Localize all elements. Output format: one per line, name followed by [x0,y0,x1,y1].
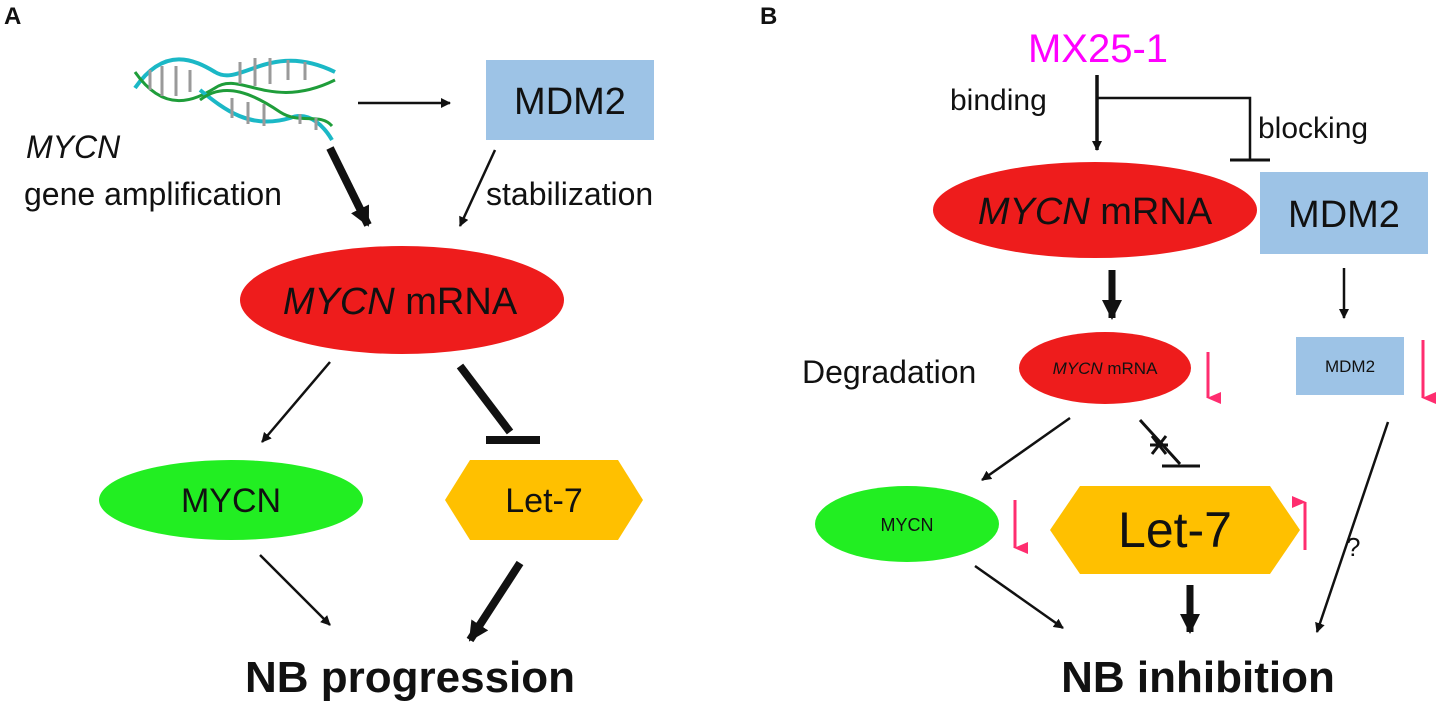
mdm2-box-b [1260,172,1428,254]
let7-label-b: Let-7 [1118,502,1232,558]
mrna-to-mycn-arrow-b [981,416,1071,482]
panel-a-label: A [4,3,21,30]
cross-mark-d2 [1150,435,1168,455]
let7-hexagon-a [445,460,643,540]
mdm2-to-inhibition-arrow [1315,421,1390,633]
mycn-to-inhibition-arrow [974,564,1064,630]
mx25-1-label: MX25-1 [1028,27,1168,71]
mycn-mrna-italic-a: MYCN [283,281,395,323]
mrna-to-mycn-arrow-a [261,361,331,443]
let7-hexagon-b [1050,486,1300,574]
gene-amplification-label: gene amplification [24,176,282,212]
stabilization-label: stabilization [486,176,653,212]
dna-helix-icon [133,57,336,142]
mycn-mrna-italic-small: MYCN [1053,359,1104,378]
mycn-mrna-rest-small: mRNA [1103,359,1158,378]
mycn-mrna-label-b: MYCN mRNA [978,191,1213,233]
mycn-mrna-label-a: MYCN mRNA [283,281,518,323]
amplification-arrow [326,146,372,227]
mdm2-label-small: MDM2 [1325,357,1375,376]
nb-inhibition-label: NB inhibition [1061,653,1335,702]
mdm2-box-a [486,60,654,140]
stabilization-arrow [458,149,497,227]
mycn-protein-ellipse-a [99,460,363,540]
let7-to-progression-arrow [466,560,524,643]
mdm2-label-b: MDM2 [1288,194,1400,236]
mycn-mrna-ellipse-b [933,162,1257,258]
let7-label-a: Let-7 [505,482,583,520]
mdm2-box-small [1296,337,1404,395]
blocking-line [1097,96,1252,160]
question-mark-label: ? [1346,532,1360,562]
mrna-inhibits-let7-line-a [456,363,514,435]
mycn-mrna-ellipse-small [1019,332,1191,404]
mycn-protein-ellipse-b [815,486,999,562]
mycn-protein-label-b: MYCN [881,515,934,535]
mycn-mrna-rest-b: mRNA [1090,191,1213,233]
mycn-mrna-rest-a: mRNA [395,281,518,323]
mycn-gene-label: MYCN [26,129,121,165]
blocking-label: blocking [1258,112,1368,145]
degradation-label: Degradation [802,354,976,390]
nb-progression-label: NB progression [245,653,575,702]
mycn-mrna-ellipse-a [240,246,564,354]
mycn-protein-label-a: MYCN [181,482,281,520]
mycn-mrna-label-small: MYCN mRNA [1053,359,1159,378]
mdm2-label-a: MDM2 [514,81,626,123]
binding-label: binding [950,84,1047,117]
mycn-to-progression-arrow [259,554,331,626]
panel-b-label: B [760,3,777,30]
mycn-mrna-italic-b: MYCN [978,191,1090,233]
